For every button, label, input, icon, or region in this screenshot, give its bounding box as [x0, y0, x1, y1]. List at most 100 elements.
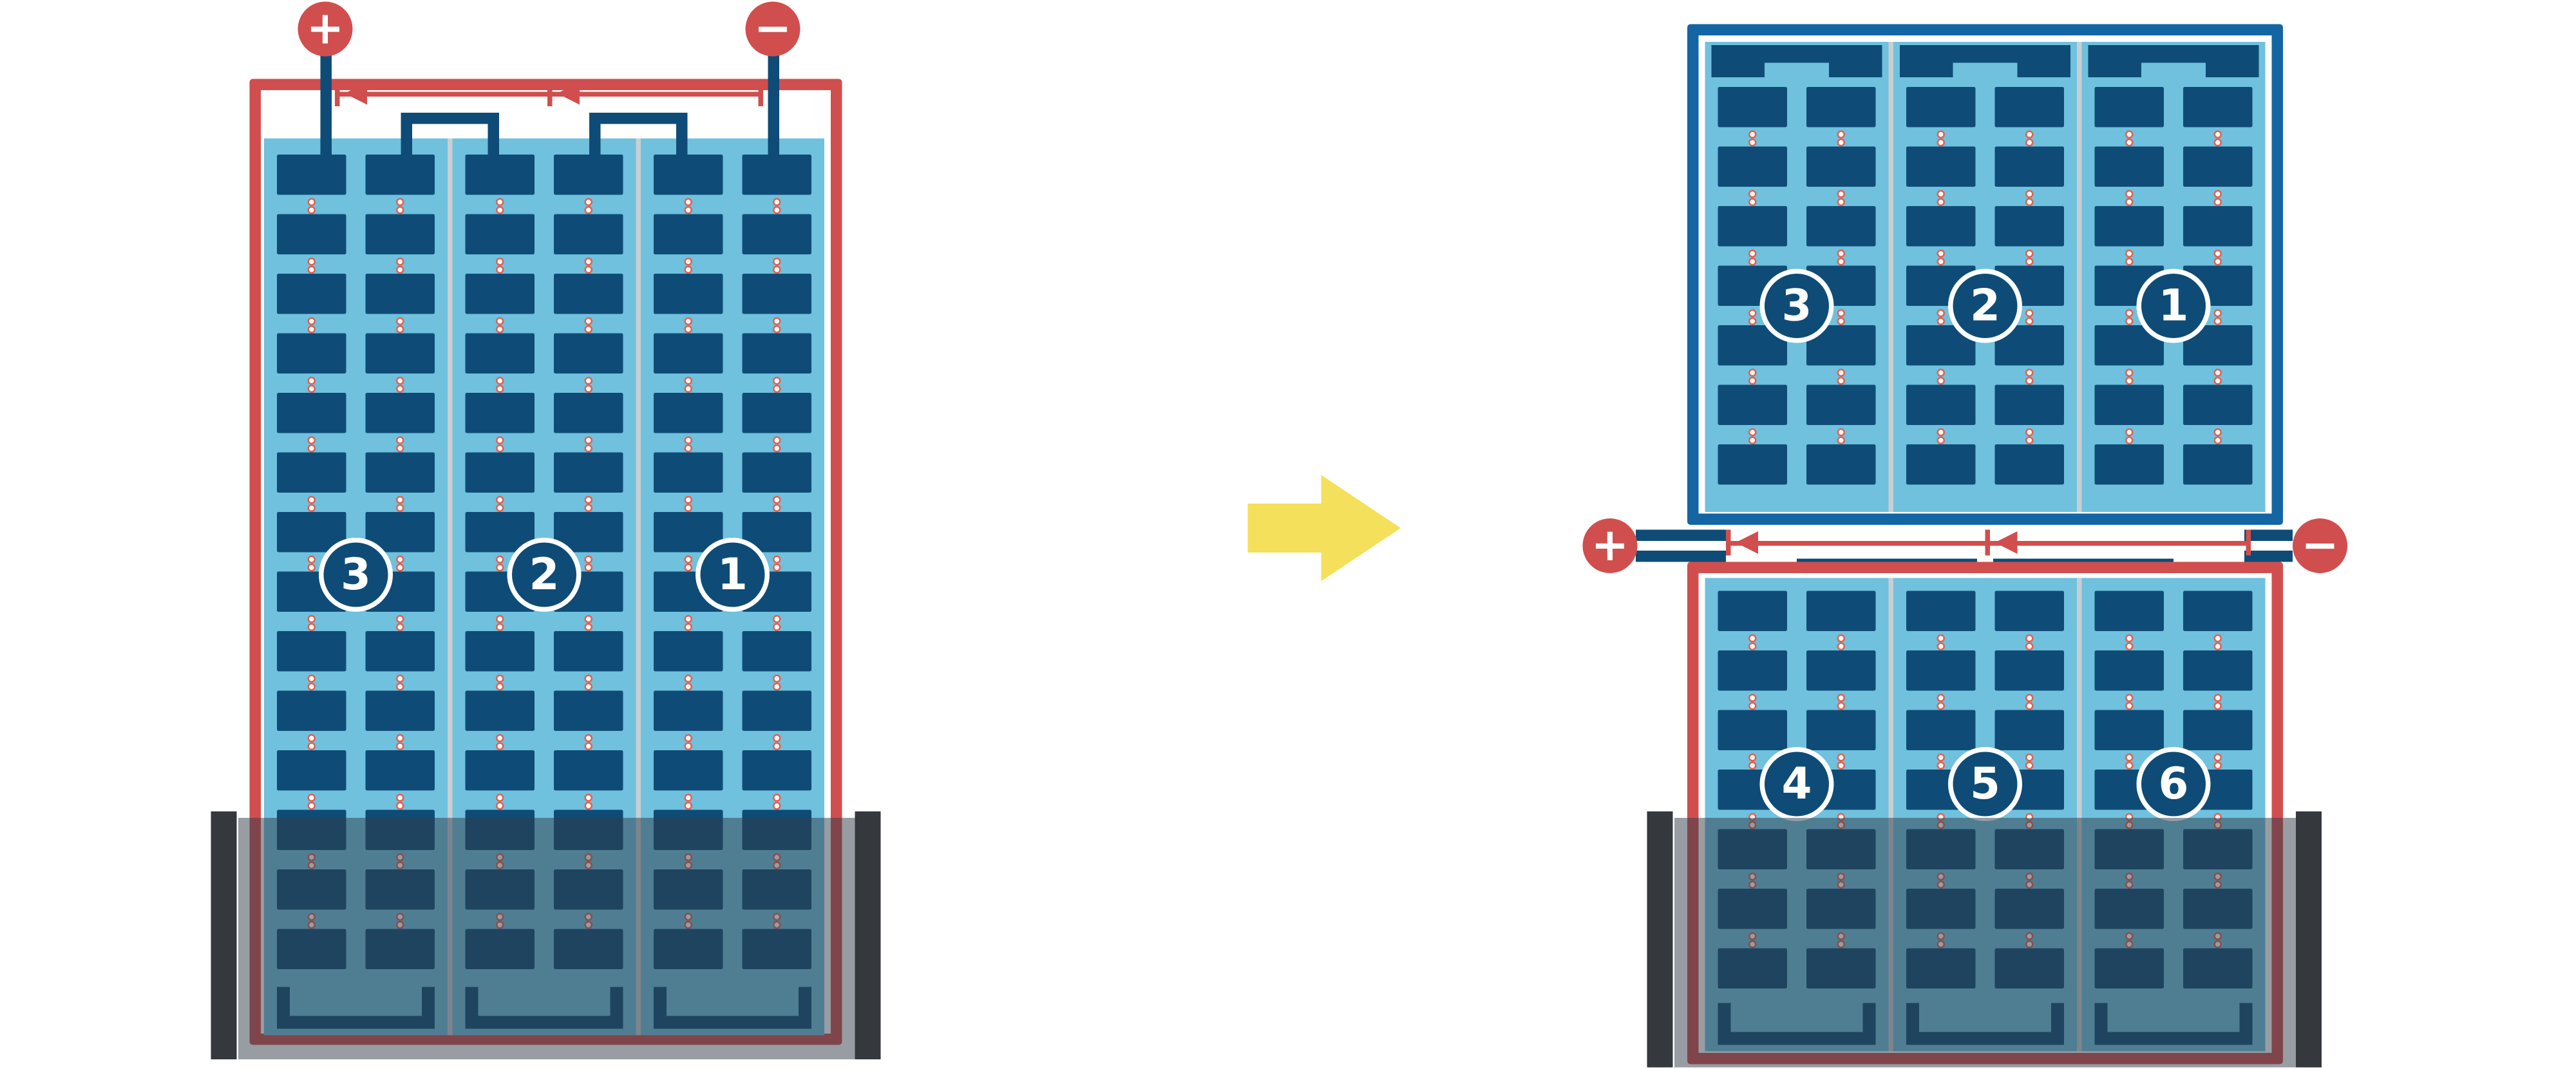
cell-dot	[1748, 428, 1757, 437]
series-connector-leg	[401, 113, 412, 155]
cell-dot	[307, 615, 316, 623]
cell-dot	[1837, 702, 1845, 710]
solar-cell	[2094, 650, 2164, 691]
cell-dot	[2213, 258, 2222, 266]
solar-cell	[1806, 146, 1876, 187]
cell-dot	[396, 674, 404, 683]
solar-cell	[365, 631, 435, 672]
solar-cell	[554, 690, 623, 731]
cell-dot	[396, 206, 404, 214]
column-separator	[636, 138, 641, 1036]
cell-dot	[2125, 702, 2134, 710]
solar-cell	[1994, 710, 2064, 750]
cell-dot	[584, 742, 592, 750]
cell-dot	[684, 802, 692, 810]
solar-cell	[654, 690, 723, 731]
cell-dot	[1837, 258, 1845, 266]
solar-cell	[2183, 444, 2253, 485]
cell-dot	[496, 265, 504, 274]
cell-dot	[396, 802, 404, 810]
cell-dot	[496, 734, 504, 743]
cell-dot	[584, 793, 592, 802]
cell-dot	[2213, 436, 2222, 444]
cell-dot	[584, 258, 592, 266]
solar-cell	[1806, 591, 1876, 631]
cell-dot	[2125, 138, 2134, 147]
cell-dot	[1937, 138, 1945, 147]
cell-dot	[2025, 753, 2034, 762]
solar-cell	[1806, 206, 1876, 247]
cell-dot	[773, 384, 781, 393]
cell-dot	[584, 496, 592, 504]
cell-dot	[396, 742, 404, 750]
cell-dot	[396, 436, 404, 444]
solar-cell	[465, 274, 535, 314]
cell-dot	[496, 793, 504, 802]
cell-dot	[773, 258, 781, 266]
junction-link-bar	[1636, 529, 1726, 541]
series-connector-bar	[401, 113, 499, 124]
wire-tick	[2246, 529, 2251, 556]
cell-dot	[684, 563, 692, 572]
cell-dot	[1837, 761, 1845, 770]
panel-number-badge: 3	[1759, 269, 1834, 343]
cell-dot	[2025, 377, 2034, 385]
barrier-bar	[211, 811, 237, 1059]
cell-dot	[1937, 634, 1945, 643]
solar-cell	[2094, 384, 2164, 425]
cell-dot	[584, 206, 592, 214]
solar-cell	[1718, 650, 1787, 691]
cell-dot	[396, 683, 404, 691]
solar-cell	[742, 750, 811, 791]
left-negative-terminal: −	[745, 1, 800, 57]
solar-cell	[465, 452, 535, 493]
cell-dot	[1837, 368, 1845, 377]
cell-dot	[2025, 130, 2034, 138]
cell-dot	[1748, 249, 1757, 258]
solar-cell	[277, 333, 346, 374]
cell-dot	[773, 325, 781, 334]
minus-icon: −	[2301, 518, 2339, 572]
cell-dot	[307, 258, 316, 266]
cell-dot	[396, 444, 404, 453]
current-arrow-icon	[1994, 531, 2018, 554]
cell-dot	[1937, 702, 1945, 710]
solar-cell	[277, 750, 346, 791]
solar-cell	[2183, 87, 2253, 128]
cell-dot	[2213, 249, 2222, 258]
cell-dot	[1837, 377, 1845, 385]
cell-dot	[773, 504, 781, 512]
solar-cell	[1718, 384, 1787, 425]
cell-dot	[773, 563, 781, 572]
panel-number-badge: 4	[1759, 747, 1834, 821]
cell-dot	[1937, 428, 1945, 437]
solar-cell	[654, 750, 723, 791]
cell-dot	[307, 436, 316, 444]
cell-dot	[1937, 190, 1945, 198]
solar-cell	[1806, 650, 1876, 691]
solar-cell	[277, 690, 346, 731]
cell-dot	[1937, 198, 1945, 206]
minus-icon: −	[753, 1, 792, 55]
solar-cell	[1906, 146, 1976, 187]
cell-dot	[2213, 753, 2222, 762]
cell-dot	[1748, 130, 1757, 138]
cell-dot	[773, 623, 781, 631]
cell-dot	[396, 555, 404, 563]
cell-dot	[496, 377, 504, 385]
cell-dot	[684, 265, 692, 274]
connector-notch	[2141, 62, 2206, 77]
cell-dot	[584, 384, 592, 393]
cell-dot	[496, 258, 504, 266]
cell-dot	[2125, 190, 2134, 198]
solar-cell	[654, 274, 723, 314]
cell-dot	[396, 623, 404, 631]
cell-dot	[2213, 198, 2222, 206]
solar-cell	[742, 393, 811, 433]
cell-dot	[2125, 317, 2134, 325]
cell-dot	[2025, 258, 2034, 266]
cell-dot	[773, 444, 781, 453]
solar-cell	[1906, 591, 1976, 631]
cell-dot	[496, 198, 504, 206]
